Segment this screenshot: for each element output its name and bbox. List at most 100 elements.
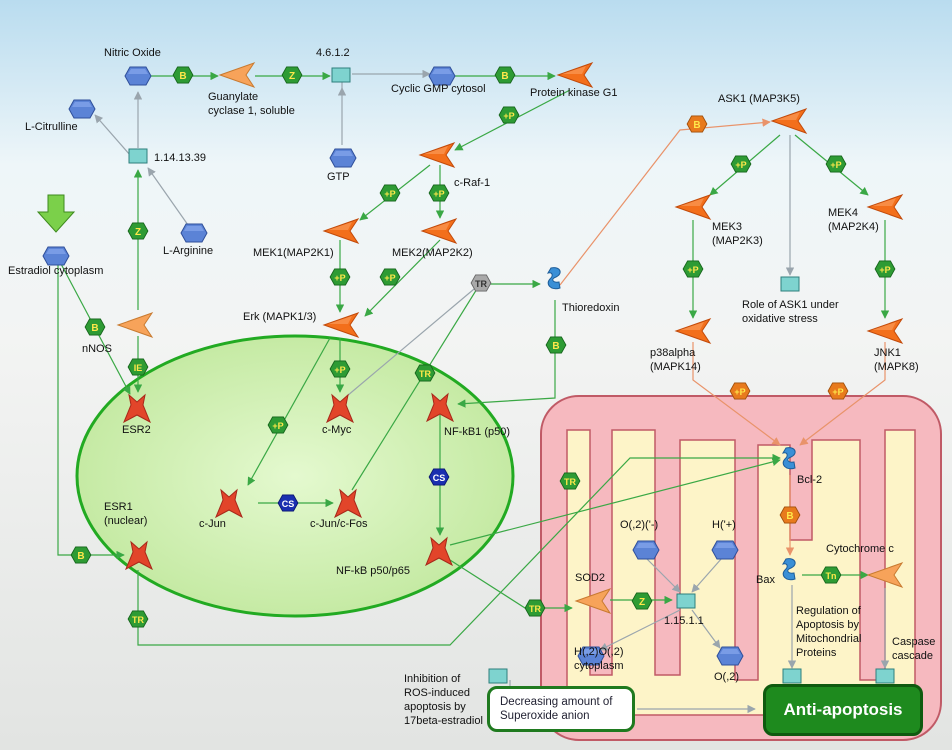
label-esr1b: (nuclear) (104, 515, 147, 527)
label-reg4: Proteins (796, 647, 837, 659)
badge-label: TR (529, 604, 541, 614)
label-estradiol: Estradiol cytoplasm (8, 265, 103, 277)
superoxide-line1: Decreasing amount of (500, 696, 613, 708)
label-pkg1: Protein kinase G1 (530, 87, 617, 99)
badge-label: TR (132, 615, 144, 625)
o2-node[interactable] (716, 646, 744, 666)
badge-label: TR (475, 279, 487, 289)
badge-label: +P (735, 160, 746, 170)
badge-label: Tn (826, 571, 837, 581)
regulation-node[interactable] (782, 668, 802, 684)
badge-label: +P (879, 265, 890, 275)
label-guanylate2: cyclase 1, soluble (208, 105, 295, 117)
anti-apoptosis-box[interactable]: Anti-apoptosis (763, 684, 923, 736)
badge-label: +P (272, 421, 283, 431)
label-mek4: MEK4 (828, 207, 858, 219)
caspase-node[interactable] (875, 668, 895, 684)
label-reg3: Mitochondrial (796, 633, 861, 645)
badge-label: +P (734, 387, 745, 397)
label-caspase: Caspase (892, 636, 935, 648)
label-esr2: ESR2 (122, 424, 151, 436)
badge-label: B (77, 551, 84, 562)
label-nfkb: NF-kB p50/p65 (336, 565, 410, 577)
enzyme-4612-node[interactable] (331, 67, 351, 83)
mitochondrion (540, 395, 942, 741)
label-cjun-cfos: c-Jun/c-Fos (310, 518, 368, 530)
label-nitric-oxide: Nitric Oxide (104, 47, 161, 59)
badge-label: B (552, 341, 559, 352)
badge-label: +P (830, 160, 841, 170)
label-guanylate: Guanylate (208, 91, 258, 103)
label-bax: Bax (756, 574, 775, 586)
label-o2: O(,2) (714, 671, 739, 683)
label-ask1: ASK1 (MAP3K5) (718, 93, 800, 105)
badge-label: TR (419, 369, 431, 379)
label-cjun: c-Jun (199, 518, 226, 530)
label-erk: Erk (MAPK1/3) (243, 311, 316, 323)
enzyme-1141339-node[interactable] (128, 148, 148, 164)
label-inhib2: ROS-induced (404, 687, 470, 699)
label-esr1: ESR1 (104, 501, 133, 513)
label-p38: p38alpha (650, 347, 696, 359)
label-hplus: H('+) (712, 519, 736, 531)
estradiol-node[interactable] (42, 246, 70, 266)
label-mek1: MEK1(MAP2K1) (253, 247, 334, 259)
badge-label: +P (334, 273, 345, 283)
label-cmyc: c-Myc (322, 424, 352, 436)
badge-label: CS (282, 499, 295, 509)
badge-label: B (179, 71, 186, 82)
nitric-oxide-node[interactable] (124, 66, 152, 86)
badge-label: Z (639, 597, 645, 608)
l-arginine-node[interactable] (180, 223, 208, 243)
mitochondrial-matrix (566, 429, 916, 716)
estradiol-entry-arrow-icon (36, 194, 76, 233)
label-enzyme-4612: 4.6.1.2 (316, 47, 350, 59)
badge-label: TR (564, 477, 576, 487)
label-mek3b: (MAP2K3) (712, 235, 763, 247)
gtp-node[interactable] (329, 148, 357, 168)
label-inhib4: 17beta-estradiol (404, 715, 483, 727)
label-reg1: Regulation of (796, 605, 862, 617)
label-inhib3: apoptosis by (404, 701, 466, 713)
label-caspase2: cascade (892, 650, 933, 662)
badge-label: +P (384, 189, 395, 199)
enzyme-1151-node[interactable] (676, 593, 696, 609)
badge-label: IE (134, 363, 143, 373)
label-bcl2: Bcl-2 (797, 474, 822, 486)
label-p38b: (MAPK14) (650, 361, 701, 373)
badge-label: +P (832, 387, 843, 397)
o2minus-node[interactable] (632, 540, 660, 560)
badge-label: +P (687, 265, 698, 275)
inhibition-node[interactable] (488, 668, 508, 684)
label-jnk1: JNK1 (874, 347, 901, 359)
superoxide-outcome-text: Decreasing amount of Superoxide anion (500, 695, 613, 723)
superoxide-line2: Superoxide anion (500, 710, 590, 722)
badge-label: B (786, 511, 793, 522)
label-o2minus: O(,2)('-) (620, 519, 658, 531)
badge-label: +P (334, 365, 345, 375)
badge-label: B (501, 71, 508, 82)
label-l-arginine: L-Arginine (163, 245, 213, 257)
label-h2o2b: cytoplasm (574, 660, 624, 672)
badge-label: B (693, 120, 700, 131)
label-craf1: c-Raf-1 (454, 177, 490, 189)
label-l-citrulline: L-Citrulline (25, 121, 78, 133)
badges: B Z B +P +P +P Z +P +P TR B B IE +P TR +… (70, 66, 896, 628)
l-citrulline-node[interactable] (68, 99, 96, 119)
label-nfkb1: NF-kB1 (p50) (444, 426, 510, 438)
hplus-node[interactable] (711, 540, 739, 560)
label-jnk1b: (MAPK8) (874, 361, 919, 373)
badge-label: +P (384, 273, 395, 283)
label-reg2: Apoptosis by (796, 619, 859, 631)
badge-label: Z (289, 71, 295, 82)
label-role-ask1b: oxidative stress (742, 313, 818, 325)
label-thioredoxin: Thioredoxin (562, 302, 619, 314)
role-ask1-node[interactable] (780, 276, 800, 292)
superoxide-outcome-box[interactable]: Decreasing amount of Superoxide anion (487, 686, 635, 732)
label-enzyme-1151: 1.15.1.1 (664, 615, 704, 627)
label-h2o2: H(,2)O(,2) (574, 646, 624, 658)
badge-label: +P (503, 111, 514, 121)
label-role-ask1: Role of ASK1 under (742, 299, 839, 311)
